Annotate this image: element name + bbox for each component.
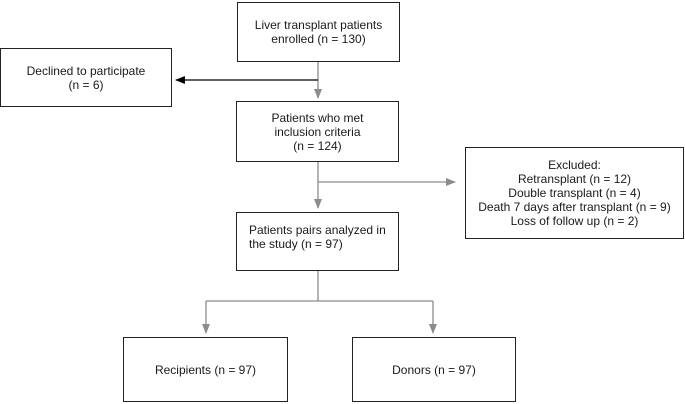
analyzed-box: Patients pairs analyzed in the study (n … (236, 212, 399, 271)
excluded-item-loss-follow-up: Loss of follow up (n = 2) (510, 214, 639, 228)
enrolled-text: Liver transplant patients enrolled (n = … (254, 18, 383, 46)
inclusion-box: Patients who met inclusion criteria (n =… (236, 101, 399, 162)
declined-box: Declined to participate (n = 6) (0, 48, 172, 107)
donors-text: Donors (n = 97) (392, 362, 476, 377)
excluded-header: Excluded: (548, 158, 601, 172)
excluded-box: Excluded: Retransplant (n = 12) Double t… (465, 147, 684, 239)
inclusion-text: Patients who met inclusion criteria (n =… (271, 110, 364, 153)
excluded-item-double-transplant: Double transplant (n = 4) (508, 186, 641, 200)
donors-box: Donors (n = 97) (352, 337, 516, 402)
excluded-item-retransplant: Retransplant (n = 12) (517, 172, 632, 186)
analyzed-text: Patients pairs analyzed in the study (n … (249, 223, 386, 251)
excluded-item-death: Death 7 days after transplant (n = 9) (478, 200, 671, 214)
declined-text: Declined to participate (n = 6) (26, 63, 146, 92)
recipients-box: Recipients (n = 97) (123, 337, 288, 402)
enrolled-box: Liver transplant patients enrolled (n = … (237, 2, 400, 62)
recipients-text: Recipients (n = 97) (154, 362, 257, 377)
